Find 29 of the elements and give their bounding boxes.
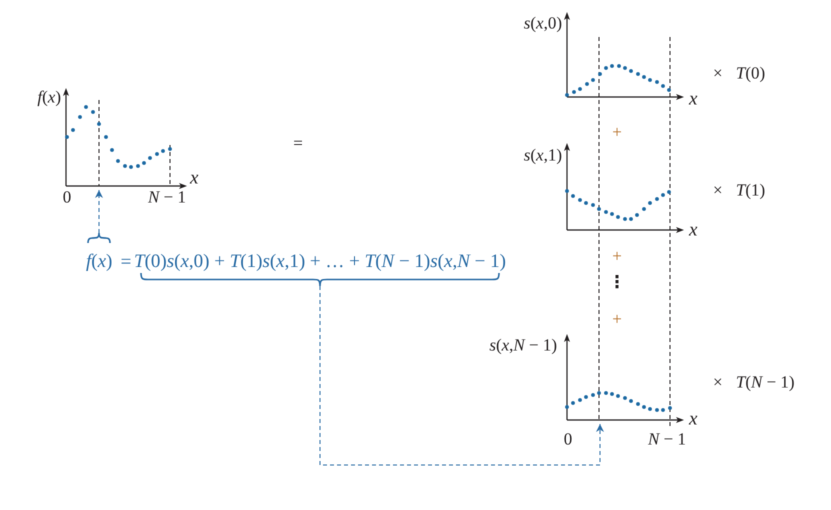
math-formula: f(x) [86, 252, 112, 272]
math-formula: T(0)s(x,0) + T(1)s(x,1) + … + T(N − 1)s(x,N − 1) [134, 252, 506, 272]
vertical-ellipsis: ⋮ [608, 274, 626, 292]
axis-label: x [689, 410, 698, 428]
coefficient-label: × T(0) [713, 64, 766, 82]
axis-label: s(x,1) [524, 146, 562, 164]
tick-label: N − 1 [648, 430, 686, 448]
dot-plot [563, 11, 685, 101]
leader-arrow [320, 286, 604, 466]
coefficient-label: × T(1) [713, 182, 766, 198]
dot-plot [563, 333, 685, 424]
plus-sign: + [612, 248, 622, 264]
plus-sign: + [612, 310, 622, 328]
axis-label: x [190, 168, 198, 188]
axis-label: x [689, 220, 698, 240]
axis-label: s(x,N − 1) [489, 336, 557, 354]
plus-sign: + [612, 124, 622, 140]
dot-plot [563, 142, 685, 234]
equals-sign: = [293, 134, 303, 152]
axis-label: s(x,0) [524, 14, 562, 32]
axis-label: f(x) [37, 88, 61, 106]
tick-label: N − 1 [148, 188, 186, 206]
dot-plot [62, 87, 188, 190]
equals-sign: = [120, 252, 132, 272]
axis-label: x [689, 90, 698, 108]
tick-label: 0 [62, 188, 72, 206]
tick-label: 0 [564, 430, 572, 448]
leader-arrow [95, 190, 103, 234]
coefficient-label: × T(N − 1) [713, 374, 795, 390]
